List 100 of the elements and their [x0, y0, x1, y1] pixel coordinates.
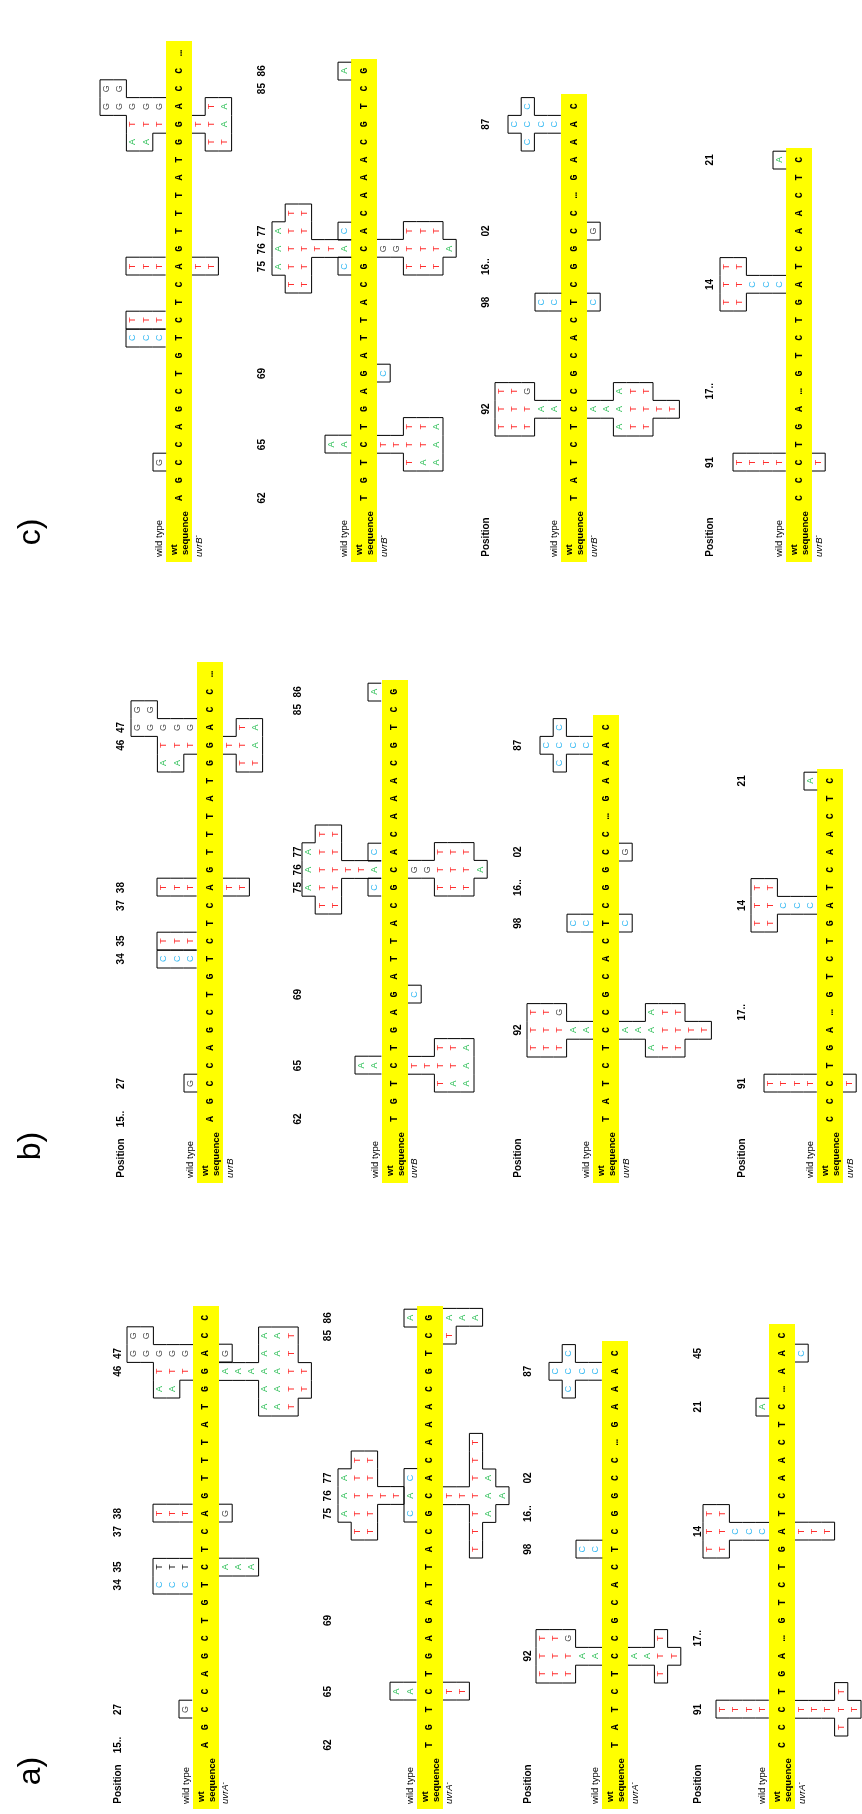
- base-letter: T: [720, 298, 733, 307]
- base-letter: T: [298, 280, 311, 290]
- base-letter: C: [619, 918, 632, 929]
- row-label: Position: [481, 517, 491, 557]
- base-letter: A: [218, 102, 231, 112]
- base-letter: T: [834, 1687, 847, 1697]
- base-letter: T: [442, 1492, 455, 1501]
- base-letter: T: [469, 1492, 482, 1501]
- base-letter: T: [733, 262, 746, 272]
- position-number: 38: [116, 882, 126, 894]
- base-letter: T: [812, 458, 825, 468]
- base-letter: T: [434, 1044, 446, 1053]
- base-letter: T: [434, 866, 446, 875]
- base-letter: T: [527, 1044, 540, 1053]
- mutation-box: [368, 682, 382, 701]
- base-letter: T: [553, 1044, 566, 1053]
- base-letter: T: [170, 937, 183, 946]
- position-number: 85: [293, 704, 303, 716]
- base-letter: T: [671, 1008, 684, 1017]
- base-letter: T: [377, 440, 390, 450]
- mutation-box: [587, 222, 601, 240]
- dna-sequence: A G C C A G C T G T C T C A G T T T A T G G A C C …: [172, 47, 186, 501]
- mutation-box: [302, 825, 382, 915]
- base-letter: A: [645, 1043, 658, 1053]
- position-number: 17..: [705, 382, 715, 400]
- base-letter: G: [153, 1348, 166, 1359]
- base-letter: T: [166, 1509, 179, 1519]
- position-number: 69: [257, 367, 267, 379]
- base-letter: T: [166, 1367, 179, 1376]
- position-number: 16..: [481, 258, 491, 275]
- base-letter: A: [390, 1687, 403, 1697]
- base-letter: G: [126, 1331, 139, 1342]
- base-letter: T: [549, 1652, 562, 1661]
- base-letter: T: [139, 262, 152, 272]
- base-letter: A: [772, 155, 785, 165]
- base-letter: T: [407, 1061, 420, 1071]
- base-letter: T: [153, 1367, 166, 1376]
- base-letter: A: [619, 1026, 632, 1035]
- position-number: 02: [523, 1472, 533, 1484]
- base-letter: T: [166, 1563, 179, 1572]
- base-letter: T: [139, 316, 152, 325]
- base-letter: C: [547, 297, 560, 308]
- mutation-box: [100, 79, 166, 151]
- base-letter: C: [377, 369, 390, 379]
- base-letter: A: [403, 1491, 416, 1501]
- base-letter: T: [170, 883, 183, 893]
- base-letter: T: [403, 245, 416, 254]
- base-letter: A: [337, 244, 350, 254]
- base-letter: A: [755, 1402, 768, 1412]
- base-letter: C: [755, 1527, 768, 1537]
- base-letter: T: [350, 1509, 363, 1519]
- base-letter: T: [152, 120, 165, 129]
- base-letter: T: [720, 262, 733, 272]
- base-letter: A: [566, 1026, 579, 1035]
- base-letter: G: [144, 705, 157, 716]
- base-letter: T: [420, 1061, 433, 1071]
- mutation-box: [549, 1344, 602, 1398]
- base-letter: T: [342, 866, 354, 875]
- sequence-bar: [381, 679, 408, 1183]
- base-letter: T: [434, 848, 446, 857]
- base-letter: T: [716, 1509, 729, 1519]
- base-letter: A: [249, 723, 262, 733]
- base-letter: T: [671, 1026, 684, 1035]
- mutation-box: [587, 293, 601, 312]
- base-letter: T: [350, 1492, 363, 1501]
- dna-sequence: C C C T G A … G T C T G A T C A A C T C … A A C: [775, 1329, 789, 1748]
- base-letter: A: [302, 883, 315, 893]
- base-letter: C: [790, 901, 803, 911]
- base-letter: G: [619, 847, 632, 858]
- base-letter: T: [460, 883, 473, 893]
- row-label: Position: [116, 1138, 126, 1178]
- base-letter: C: [553, 723, 566, 733]
- base-letter: A: [482, 1509, 495, 1519]
- base-letter: A: [271, 1331, 284, 1341]
- base-letter: G: [157, 722, 170, 733]
- dna-sequence: C C C T G A … G T C T G A T C A A C T C: [792, 153, 806, 501]
- position-number: 17..: [693, 1629, 703, 1647]
- base-letter: A: [245, 1367, 258, 1377]
- base-letter: C: [126, 333, 139, 344]
- base-letter: T: [328, 848, 341, 857]
- base-letter: T: [434, 883, 446, 893]
- base-letter: T: [495, 405, 508, 414]
- base-letter: A: [337, 1491, 350, 1501]
- base-letter: T: [764, 919, 777, 928]
- base-letter: A: [473, 865, 486, 875]
- sequence-bar: [817, 768, 843, 1183]
- mutation-box: [795, 1682, 861, 1737]
- base-letter: T: [377, 1492, 390, 1501]
- base-letter: T: [666, 405, 679, 414]
- base-letter: T: [698, 1026, 711, 1035]
- base-letter: T: [777, 1079, 790, 1089]
- base-letter: T: [183, 883, 196, 893]
- base-letter: A: [245, 1563, 258, 1572]
- base-letter: T: [667, 1652, 680, 1661]
- base-letter: T: [671, 1044, 684, 1053]
- dna-sequence: A G C C A G C T G T C T C A G T T T A T G G A C C: [199, 1311, 213, 1748]
- base-letter: A: [337, 1509, 350, 1519]
- base-letter: T: [834, 1723, 847, 1732]
- base-letter: A: [271, 262, 284, 272]
- base-letter: A: [403, 1687, 416, 1697]
